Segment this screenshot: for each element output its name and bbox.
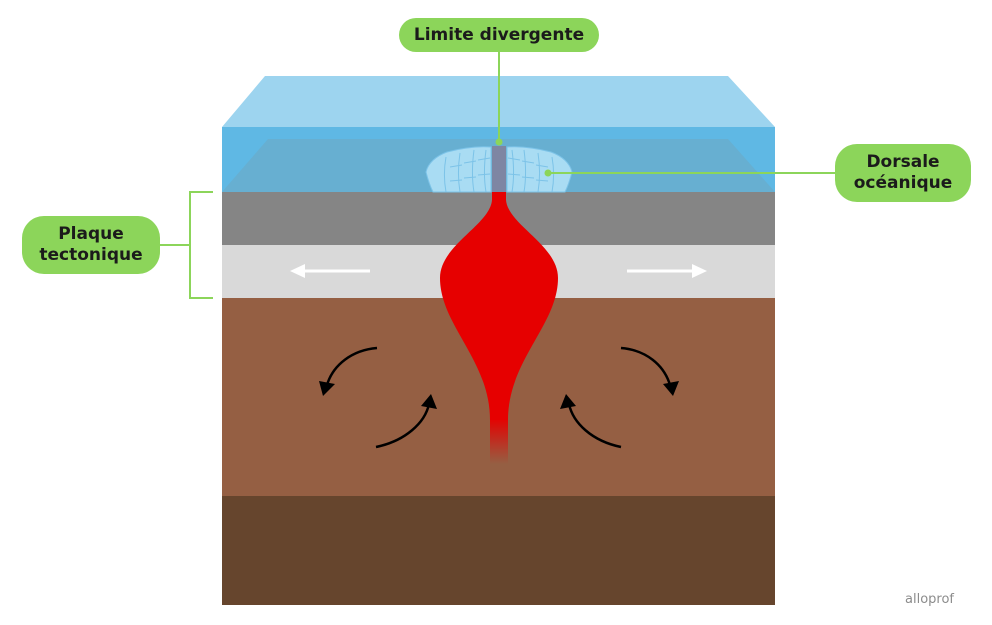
- label-oceanic-ridge-line1: Dorsale: [866, 152, 940, 172]
- ridge-rift: [492, 146, 506, 192]
- label-tectonic-plate: Plaque tectonique: [22, 216, 160, 274]
- label-tectonic-plate-line2: tectonique: [39, 245, 143, 265]
- label-oceanic-ridge: Dorsale océanique: [835, 144, 971, 202]
- label-tectonic-plate-line1: Plaque: [58, 224, 124, 244]
- lower-mantle-layer: [222, 496, 775, 605]
- magma-plume: [440, 185, 558, 420]
- leader-ridge: [544, 169, 835, 177]
- leader-divergent-boundary: [495, 52, 503, 146]
- arrow-left-icon: [290, 264, 370, 278]
- curved-arrow-icon: [325, 346, 672, 449]
- arrow-right-icon: [627, 264, 707, 278]
- label-oceanic-ridge-line2: océanique: [853, 173, 953, 193]
- bracket-tectonic-plate: [160, 191, 213, 299]
- ridge-crest-left: [425, 146, 492, 193]
- ridge-crest-right: [506, 146, 573, 193]
- watermark-logo: alloprof: [905, 592, 954, 607]
- magma-tail: [490, 418, 508, 464]
- curved-arrow-heads: [319, 381, 679, 409]
- label-divergent-boundary: Limite divergente: [399, 18, 599, 52]
